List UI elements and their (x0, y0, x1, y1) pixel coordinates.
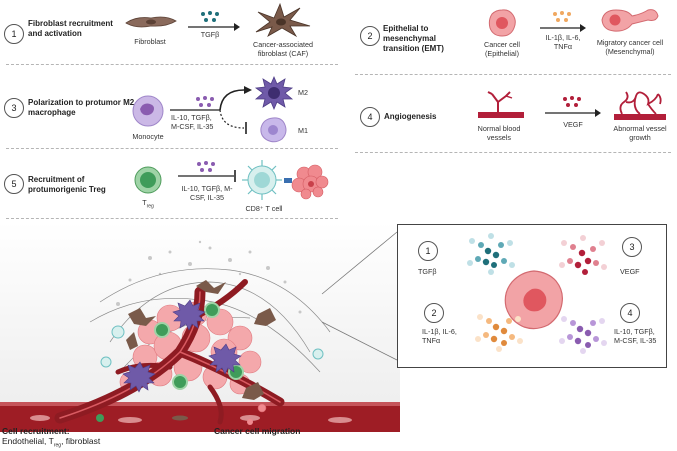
step-number: 3 (4, 98, 24, 118)
il10-cluster-icon (559, 316, 607, 354)
label-factor: VEGF (620, 267, 640, 276)
step-number: 4 (360, 107, 380, 127)
arrow-icon (540, 24, 586, 32)
fibroblast-cell-icon (125, 16, 177, 28)
arrow-icon (188, 23, 240, 31)
tgfb-cluster-icon (467, 233, 515, 275)
panel-title: Recruitment of protumorigenic Treg (28, 175, 106, 194)
label-m1: M1 (298, 126, 308, 135)
treg-cell-icon (134, 166, 162, 194)
step-number: 5 (4, 174, 24, 194)
panel-title: Angiogenesis (384, 112, 437, 121)
label-factor: IL-10, TGFβ, M-CSF, IL-35 (181, 184, 233, 202)
label-abnormal-vessel: Abnormal vessel growth (613, 124, 667, 142)
label-cancer-cell: Cancer cell (Epithelial) (484, 40, 520, 58)
step-number: 1 (418, 241, 438, 261)
label-factor: TGFβ (418, 267, 437, 276)
separator (6, 218, 338, 219)
label-cd8: CD8⁺ T cell (245, 204, 283, 213)
cancer-cell-migration-title: Cancer cell migration (214, 426, 301, 436)
tgfb-dots-icon (201, 11, 219, 22)
label-factor: TGFβ (200, 30, 220, 39)
label-treg: Treg (142, 198, 154, 210)
target-cancer-cell-icon (284, 164, 329, 200)
cell-recruitment-title: Cell recruitment: (2, 426, 70, 436)
label-factor: IL-10, TGFβ, M-CSF, IL-35 (614, 327, 657, 345)
m1-macrophage-icon (260, 117, 287, 143)
cytokine-inset: 1 TGFβ 3 VEGF 2 IL-1β, IL-6, TNFα 4 IL-1… (397, 224, 667, 368)
abnormal-vessel-icon (614, 91, 666, 120)
arrow-icon (545, 109, 601, 117)
label-factor: IL-10, TGFβ, M-CSF, IL-35 (171, 113, 214, 131)
panel-title: Polarization to protumor M2 macrophage (28, 98, 135, 117)
step-number: 1 (4, 24, 24, 44)
cytokine-dots-icon (197, 161, 215, 172)
label-m2: M2 (298, 88, 308, 97)
cell-recruitment-subtitle: Endothelial, Treg, fibroblast (2, 436, 101, 449)
panel-title: Epithelial to mesenchymal transition (EM… (383, 24, 444, 53)
vegf-dots-icon (563, 96, 581, 107)
split-arrow-icon (170, 86, 252, 134)
m2-macrophage-icon (254, 76, 294, 110)
label-factor: IL-1β, IL-6, TNFα (545, 33, 581, 51)
zoom-lines (321, 231, 398, 361)
label-fibroblast: Fibroblast (134, 37, 166, 46)
step-number: 3 (622, 237, 642, 257)
tumor-microenvironment-illustration (0, 222, 400, 432)
panel-title: Fibroblast recruitment and activation (28, 19, 113, 38)
label-migratory-cell: Migratory cancer cell (Mesenchymal) (596, 38, 664, 56)
normal-vessel-icon (478, 91, 524, 118)
central-cancer-cell-icon (504, 270, 563, 330)
label-normal-vessel: Normal blood vessels (477, 124, 521, 142)
inhibition-arrow-icon (178, 170, 236, 182)
label-factor: VEGF (563, 120, 583, 129)
step-number: 2 (424, 303, 444, 323)
separator (355, 74, 671, 75)
separator (6, 148, 338, 149)
cytokine-dots-icon (196, 96, 214, 107)
cancer-cell-icon (488, 9, 516, 37)
label-caf: Cancer-associated fibroblast (CAF) (253, 40, 313, 58)
cd8-t-cell-icon (242, 160, 282, 200)
vegf-cluster-icon (559, 235, 607, 275)
separator (6, 64, 338, 65)
step-number: 2 (360, 26, 380, 46)
monocyte-icon (132, 95, 164, 127)
label-factor: IL-1β, IL-6, TNFα (422, 327, 457, 345)
separator (355, 152, 671, 153)
il1-cluster-icon (475, 314, 523, 352)
cytokine-dots-icon (553, 11, 571, 22)
step-number: 4 (620, 303, 640, 323)
label-monocyte: Monocyte (132, 132, 164, 141)
caf-cell-icon (255, 2, 311, 38)
migratory-cell-icon (601, 9, 659, 32)
